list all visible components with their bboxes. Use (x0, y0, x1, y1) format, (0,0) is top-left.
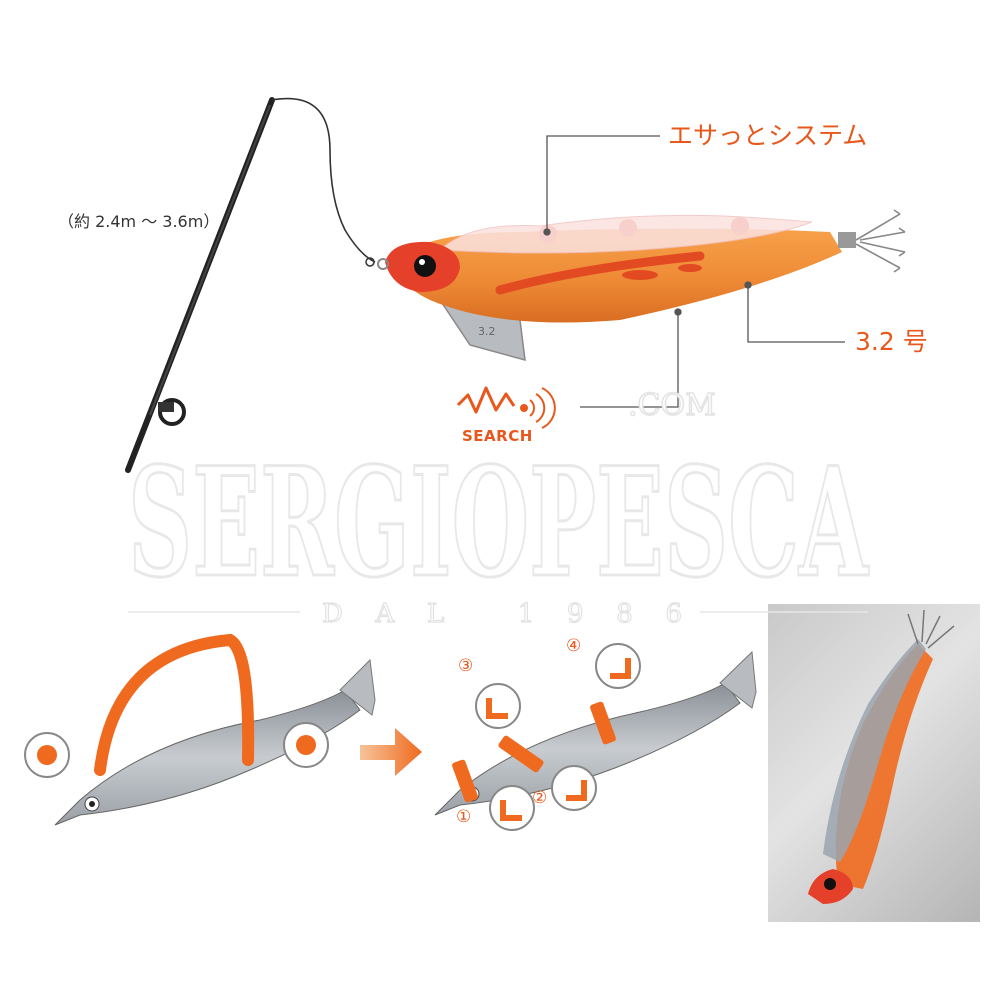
bait-fish-before (24, 633, 376, 826)
search-wave-icon (456, 386, 556, 429)
squid-jig-lure: 3.2 (377, 209, 906, 362)
length-range-label: （約 2.4m 〜 3.6m） (58, 212, 220, 231)
step-3-label: ③ (458, 656, 474, 676)
product-photo (768, 604, 980, 922)
system-name-label: エサっとシステム (668, 121, 868, 150)
fishing-rod (125, 97, 376, 473)
step-2-label: ② (532, 788, 548, 808)
callout-lines (543, 135, 845, 408)
bait-band (94, 633, 255, 776)
size-label: 3.2 号 (855, 327, 928, 356)
step-1-label: ① (456, 807, 472, 827)
arrow-right-icon (360, 728, 422, 776)
step-4-label: ④ (566, 636, 582, 656)
search-label: SEARCH (462, 427, 533, 445)
hook-icon (855, 209, 906, 273)
bait-fish-after (434, 643, 757, 831)
svg-text:3.2: 3.2 (478, 325, 496, 338)
